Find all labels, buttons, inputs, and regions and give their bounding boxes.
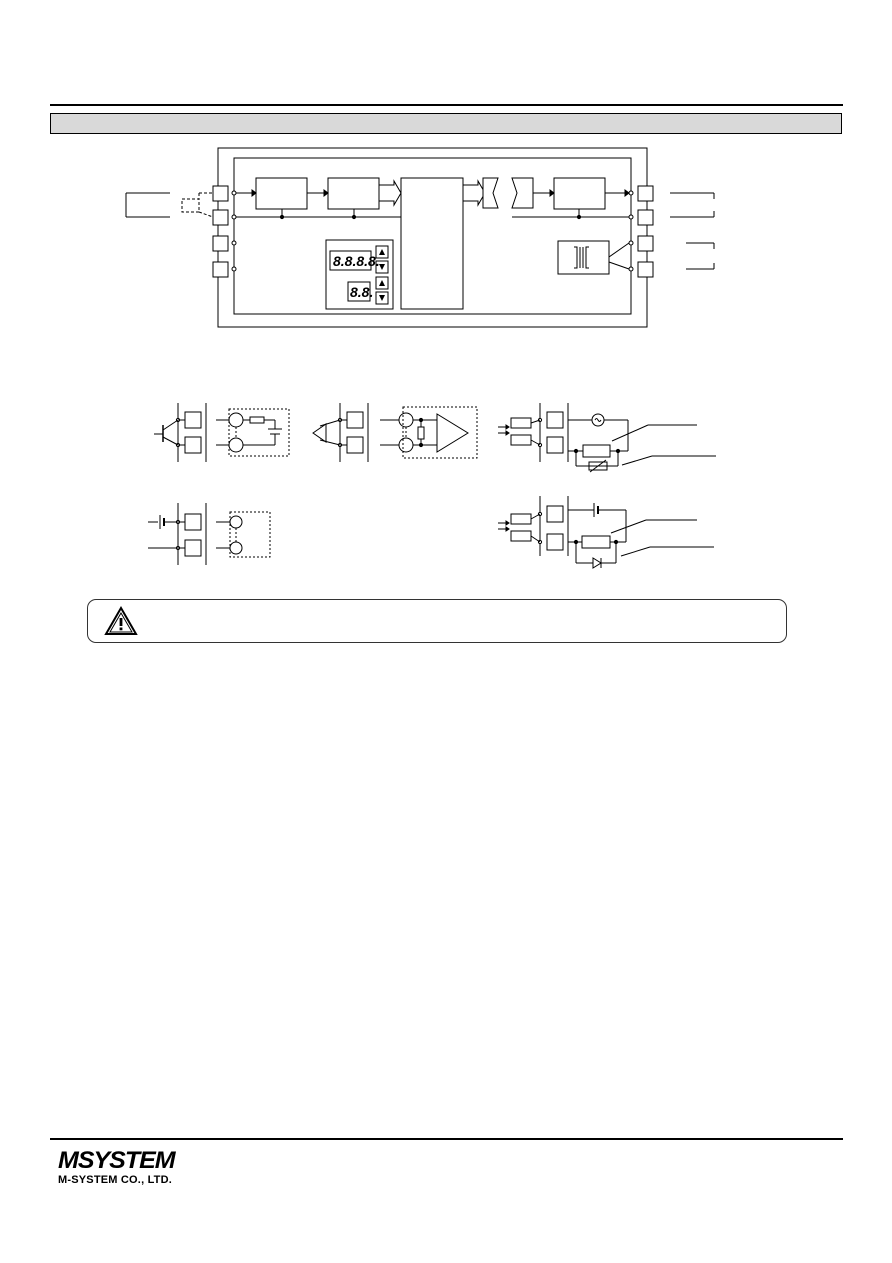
sub-down-button[interactable] (375, 291, 389, 305)
down-arrow-icon (379, 264, 385, 270)
sub-up-button[interactable] (375, 276, 389, 290)
warning-box (87, 599, 787, 643)
company-name: M-SYSTEM CO., LTD. (58, 1174, 173, 1186)
housing-inner (233, 157, 632, 315)
output-example-dc (498, 496, 714, 569)
cpu-arrow (462, 179, 486, 207)
block-diagram: 8.8.8.8. 8.8. (125, 147, 715, 328)
company-logo: MSYSTEM M-SYSTEM CO., LTD. (58, 1147, 176, 1186)
input-example-amplifier (312, 403, 478, 462)
up-arrow-icon (379, 249, 385, 255)
sub-display-digits: 8.8. (350, 284, 373, 300)
input-example-transistor (154, 403, 290, 462)
sub-display (347, 281, 371, 302)
logo-mark: MSYSTEM (58, 1147, 176, 1174)
data-arrow (378, 179, 402, 207)
power-supply-block (557, 240, 610, 275)
input-terminals (212, 185, 229, 278)
top-rule (50, 104, 843, 106)
input-circuit-block (255, 177, 308, 210)
bottom-rule (50, 1138, 843, 1140)
housing-outer (217, 147, 648, 328)
main-up-button[interactable] (375, 245, 389, 259)
block-and-connection-diagram: 8.8.8.8. 8.8. (125, 147, 716, 569)
input-example-voltage (148, 503, 271, 565)
output-example-ac (498, 403, 716, 473)
ad-converter-block (327, 177, 380, 210)
main-down-button[interactable] (375, 260, 389, 274)
output-circuit-block (553, 177, 606, 210)
main-display (329, 250, 372, 271)
section-title-bar (50, 113, 842, 134)
up-arrow-icon (379, 280, 385, 286)
front-panel (325, 239, 394, 310)
output-terminals (637, 185, 654, 278)
external-jumper (181, 198, 200, 213)
isolation-left (482, 177, 499, 209)
warning-triangle-icon (104, 606, 138, 635)
isolation-right (511, 177, 534, 209)
transformer-icon (574, 246, 578, 269)
down-arrow-icon (379, 295, 385, 301)
main-display-digits: 8.8.8.8. (333, 253, 380, 269)
cpu-block (400, 177, 464, 310)
